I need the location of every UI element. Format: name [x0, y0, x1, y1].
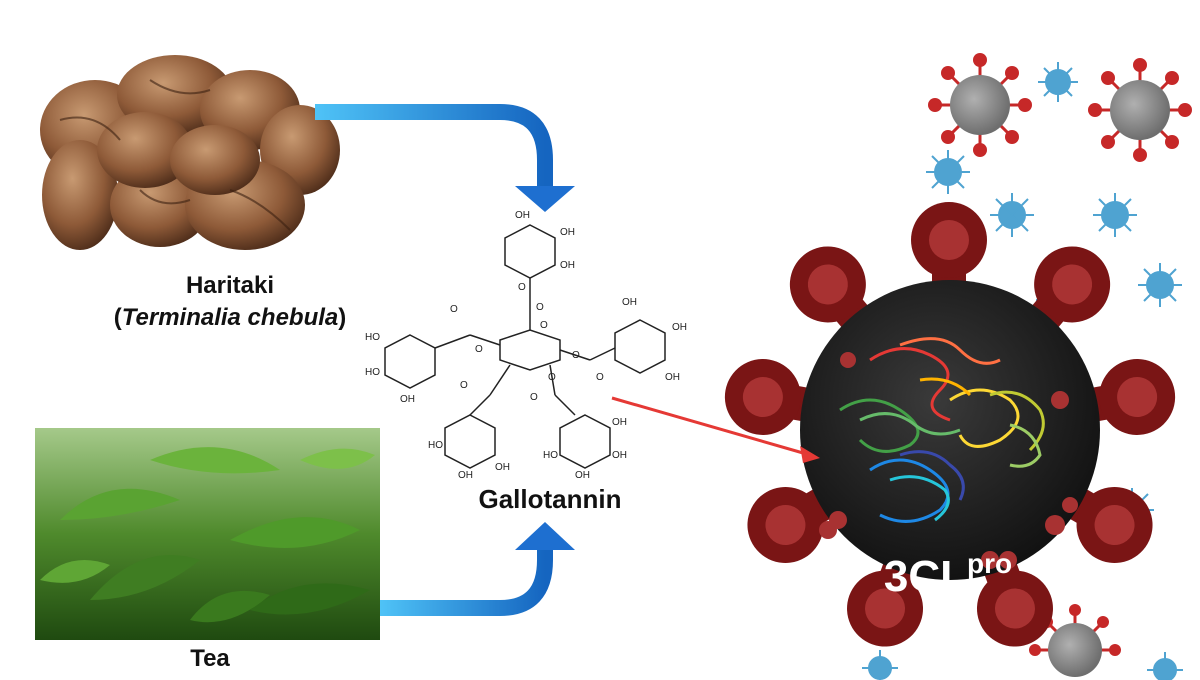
- atom-label: HO: [428, 440, 443, 451]
- flow-arrow-tea: [380, 522, 575, 616]
- atom-label: OH: [515, 210, 530, 221]
- atom-label: OH: [612, 417, 627, 428]
- paren-open: (: [113, 304, 122, 331]
- protein-structure: [839, 337, 1045, 523]
- flow-arrow-haritaki: [315, 104, 575, 212]
- atom-label: HO: [365, 367, 380, 378]
- atom-label: HO: [365, 332, 380, 343]
- atom-label: O: [518, 282, 526, 293]
- atom-label: OH: [560, 260, 575, 271]
- atom-label: OH: [560, 227, 575, 238]
- inhibition-arrow: [611, 396, 820, 463]
- haritaki-latin-line: (Terminalia chebula): [60, 302, 400, 334]
- haritaki-name: Haritaki: [185, 272, 275, 299]
- atom-label: OH: [400, 394, 415, 405]
- atom-label: OH: [612, 450, 627, 461]
- atom-label: OH: [495, 462, 510, 473]
- paren-close: ): [338, 304, 347, 331]
- small-virus-red: [1088, 58, 1192, 162]
- atom-label: OH: [672, 322, 687, 333]
- atom-label: OH: [622, 297, 637, 308]
- atom-label: O: [540, 320, 548, 331]
- haritaki-photo: [40, 55, 340, 250]
- small-virus-red: [1029, 604, 1121, 677]
- atom-label: O: [450, 304, 458, 315]
- virus-surface-dots: [819, 352, 1078, 569]
- enzyme-superscript: pro: [967, 548, 1013, 579]
- haritaki-label: Haritaki (Terminalia chebula): [60, 270, 400, 334]
- small-virus-red: [928, 53, 1032, 157]
- atom-label: HO: [543, 450, 558, 461]
- haritaki-latin-name: Terminalia chebula: [121, 304, 339, 331]
- atom-label: OH: [575, 470, 590, 481]
- atom-label: O: [536, 302, 544, 313]
- atom-label: O: [548, 372, 556, 383]
- atom-label: O: [530, 392, 538, 403]
- atom-label: O: [475, 344, 483, 355]
- gallotannin-label: Gallotannin: [478, 484, 622, 514]
- atom-label: O: [596, 372, 604, 383]
- atom-label: OH: [665, 372, 680, 383]
- tea-photo: [35, 428, 380, 640]
- gallotannin-structure: [384, 224, 666, 469]
- atom-label: O: [572, 350, 580, 361]
- atom-label: O: [460, 380, 468, 391]
- atom-label: OH: [458, 470, 473, 481]
- enzyme-base: 3CL: [883, 552, 967, 601]
- tea-label: Tea: [190, 645, 230, 672]
- enzyme-label: 3CLpro: [868, 548, 1028, 602]
- gallotannin-atoms: OH OH OH O O O O O HO HO OH OH OH OH O O…: [365, 210, 687, 481]
- large-virus: [724, 202, 1176, 647]
- virus-body: [800, 280, 1100, 580]
